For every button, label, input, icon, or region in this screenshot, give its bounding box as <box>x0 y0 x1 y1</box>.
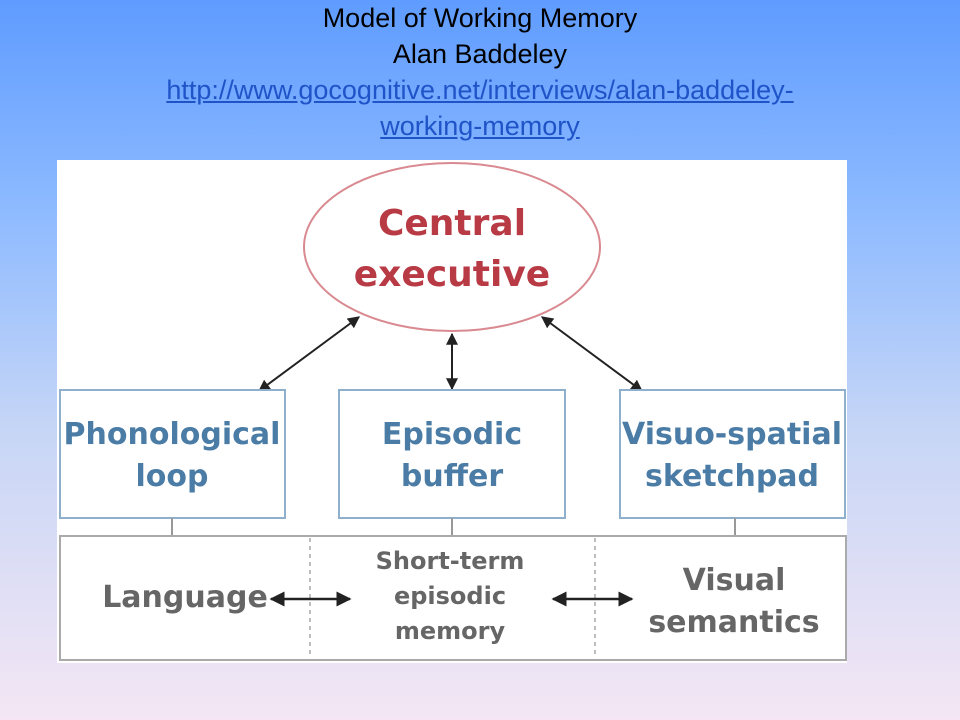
phonological-loop-box <box>59 389 286 519</box>
episodic-buffer-label-line2: buffer <box>401 459 503 494</box>
diagram-canvas: Central executive Phonological loop Epis… <box>59 162 847 661</box>
short-term-label-line2: episodic <box>394 582 506 610</box>
source-link-continuation[interactable]: working-memory <box>380 111 580 141</box>
long-term-box <box>59 535 847 661</box>
visuo-spatial-label-line1: Visuo-spatial <box>622 417 842 452</box>
arrow-central-to-phonological <box>258 316 360 392</box>
episodic-buffer-label-line1: Episodic <box>382 417 522 452</box>
arrow-central-to-visuospatial <box>541 316 643 392</box>
visuo-spatial-label-line2: sketchpad <box>645 459 819 494</box>
central-executive-label-line2: executive <box>354 254 550 295</box>
visuo-spatial-sketchpad-box <box>619 389 846 519</box>
slide-header: Model of Working Memory Alan Baddeley ht… <box>0 0 960 144</box>
phonological-loop-label-line1: Phonological <box>64 417 281 452</box>
phonological-loop-label-line2: loop <box>136 459 209 494</box>
short-term-label-line1: Short-term <box>376 547 525 575</box>
central-executive-ellipse <box>303 162 601 332</box>
visual-semantics-label-line2: semantics <box>648 605 819 640</box>
language-label: Language <box>102 580 268 615</box>
source-link[interactable]: http://www.gocognitive.net/interviews/al… <box>166 75 794 105</box>
short-term-label-line3: memory <box>395 617 506 645</box>
visual-semantics-label-line1: Visual <box>683 563 786 598</box>
slide-author: Alan Baddeley <box>392 39 568 69</box>
slide-title: Model of Working Memory <box>322 3 638 33</box>
episodic-buffer-box <box>338 389 566 519</box>
central-executive-label-line1: Central <box>378 203 526 244</box>
working-memory-diagram: Central executive Phonological loop Epis… <box>57 160 847 663</box>
